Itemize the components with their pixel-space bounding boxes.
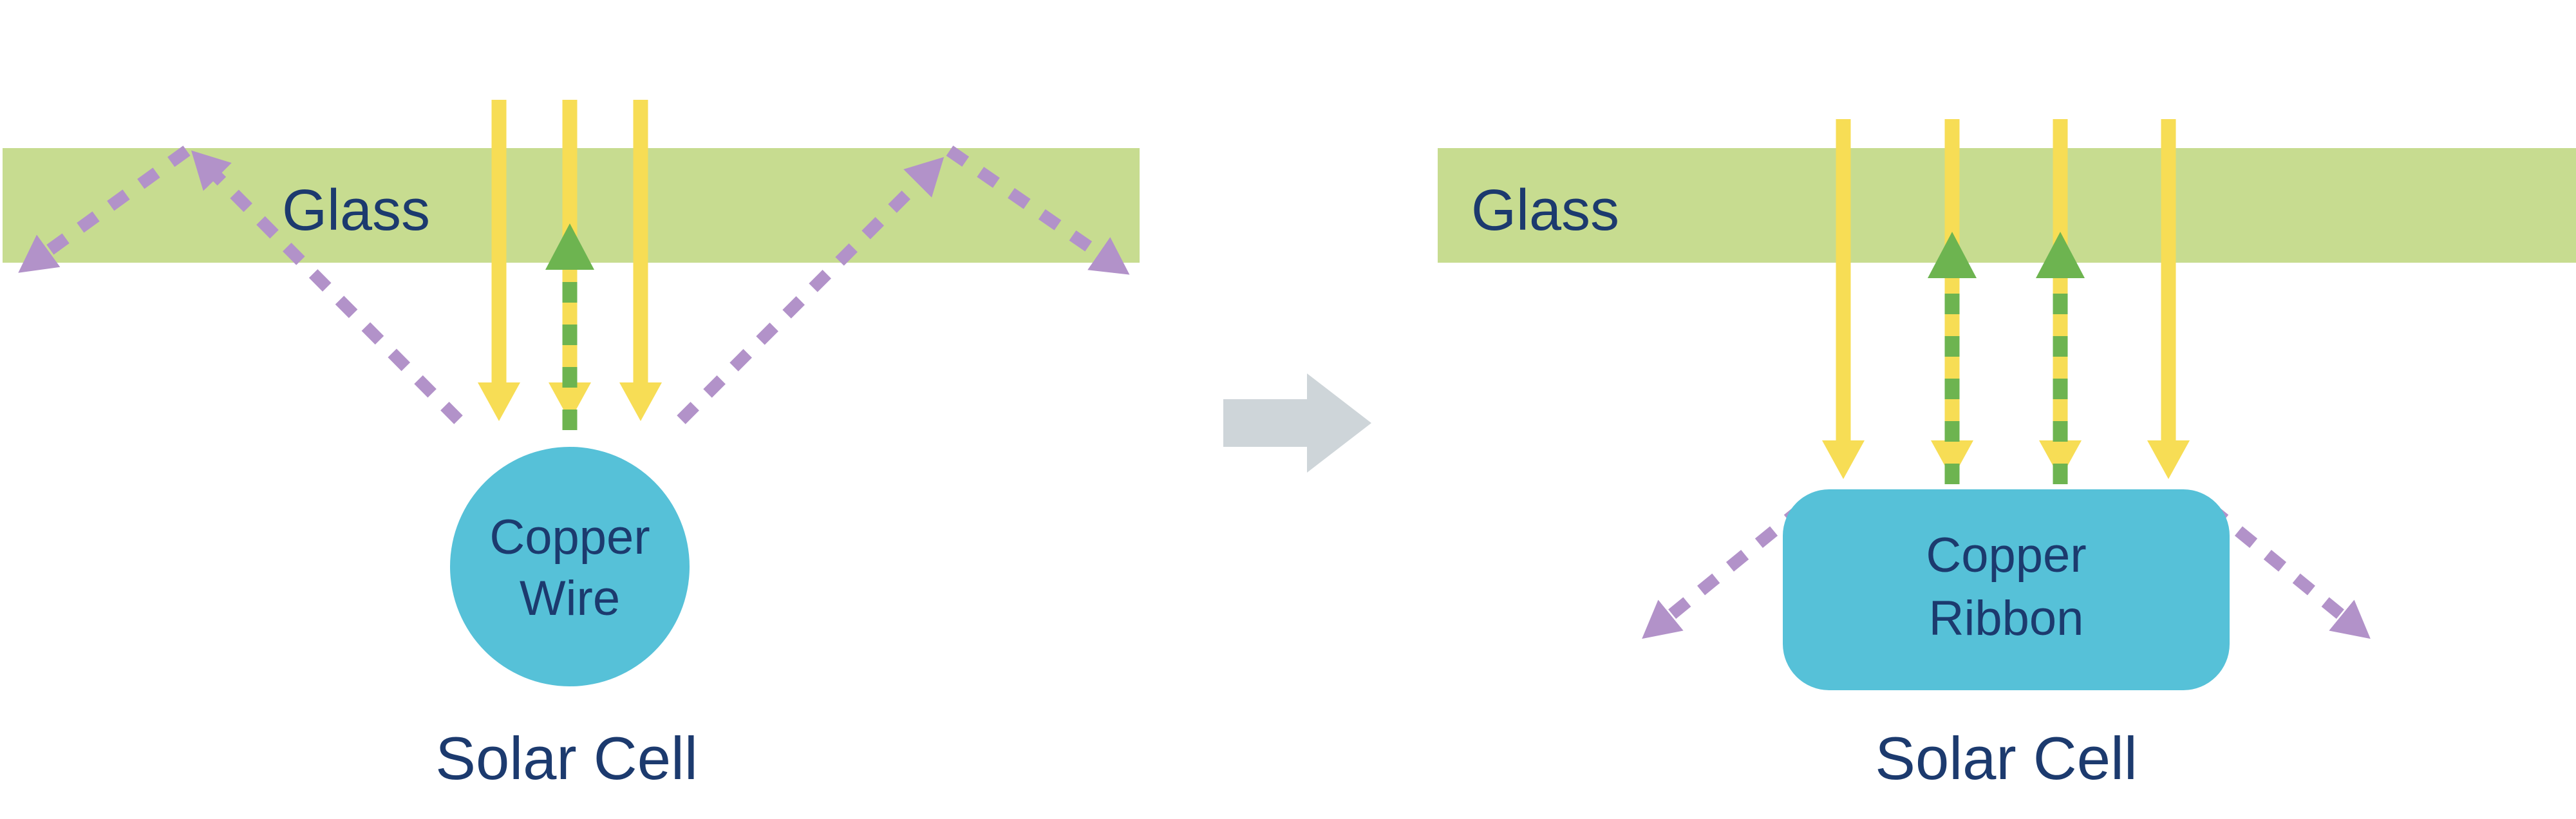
solar-cell-label: Solar Cell <box>435 724 698 792</box>
copper-wire-label-line1: Copper <box>489 510 650 565</box>
scattered-light-arrow <box>1642 502 1807 639</box>
glass-layer <box>1438 148 2576 263</box>
copper-ribbon-shape <box>1783 489 2230 690</box>
right-panel: Glass Copper Ribbon Solar Cell <box>1438 119 2576 792</box>
glass-label: Glass <box>1471 178 1619 243</box>
left-panel: Glass Copper Wire Solar Cell <box>3 100 1140 792</box>
transition-right-arrow-icon <box>1223 373 1371 473</box>
scattered-light-arrow <box>677 156 945 424</box>
copper-wire-label-line2: Wire <box>520 571 620 626</box>
copper-wire-shape <box>450 447 690 686</box>
scattered-light-arrow <box>946 146 1130 275</box>
copper-ribbon-label-line2: Ribbon <box>1929 591 2084 646</box>
scattered-light-arrow <box>2205 502 2371 639</box>
solar-cell-label: Solar Cell <box>1875 724 2138 792</box>
scattered-light-arrow <box>18 146 191 273</box>
glass-label: Glass <box>282 178 430 243</box>
copper-ribbon-label-line1: Copper <box>1926 528 2086 583</box>
